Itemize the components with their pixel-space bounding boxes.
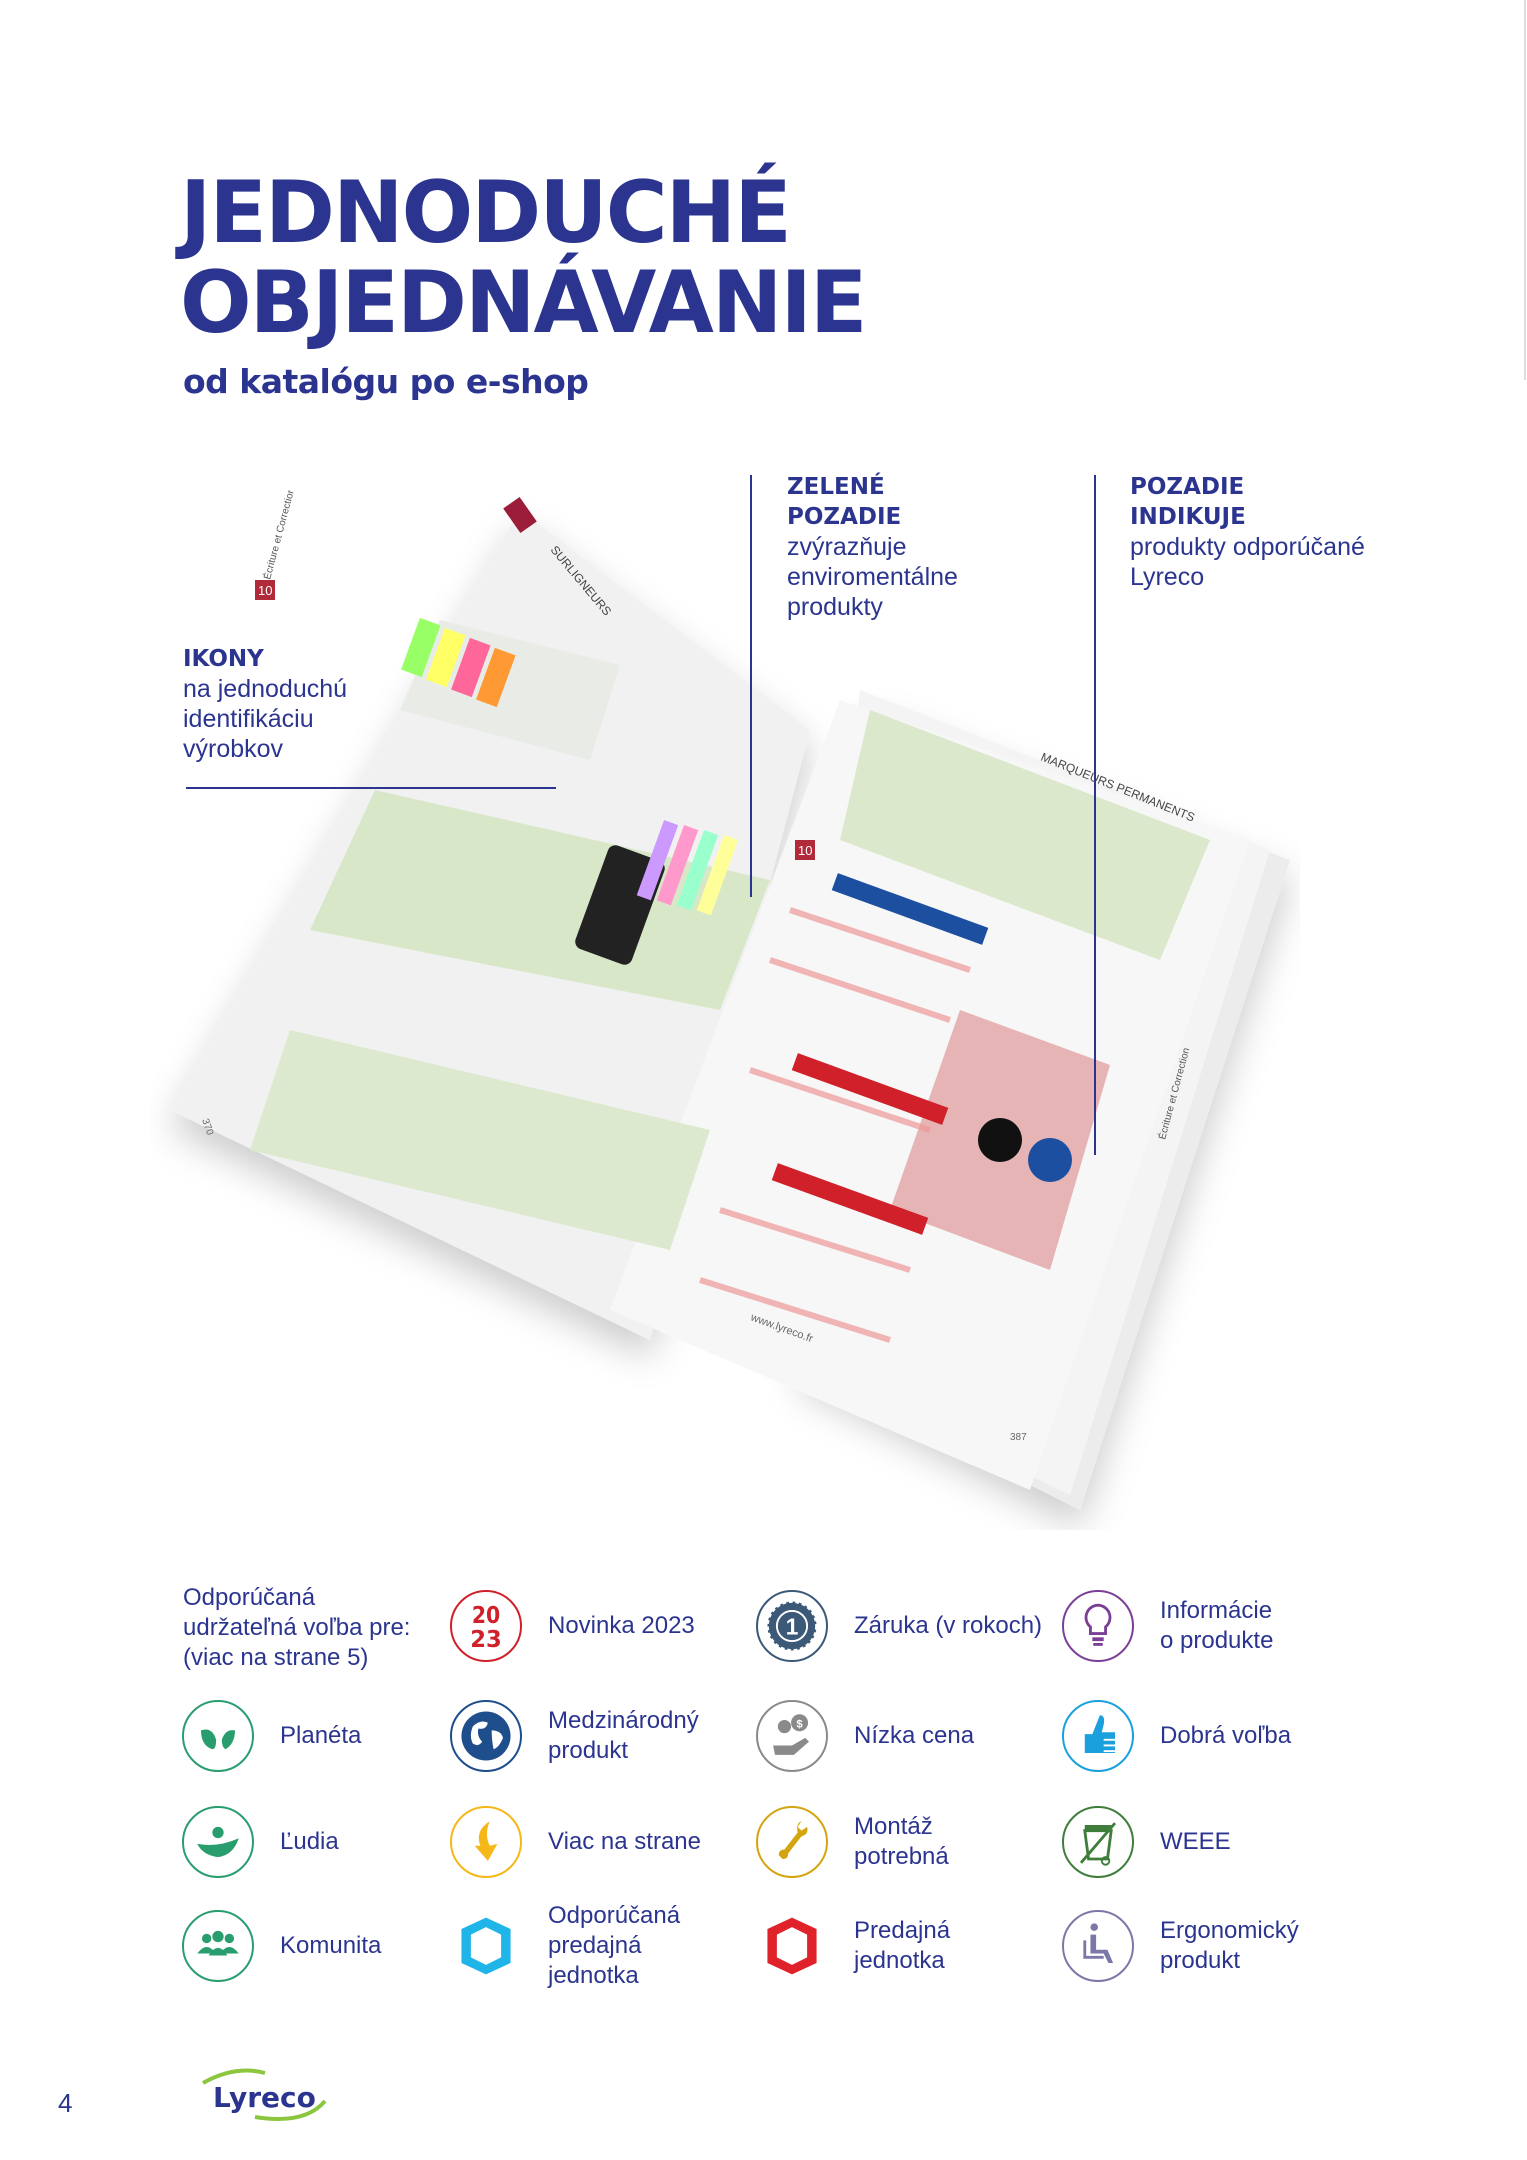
legend-label: Nízka cena — [854, 1721, 974, 1751]
legend-label: Predajná jednotka — [854, 1916, 950, 1976]
legend-label-line: Ľudia — [280, 1828, 339, 1855]
annotation-text: Lyreco — [1130, 563, 1205, 591]
legend-label: Montáž potrebná — [854, 1812, 949, 1872]
legend-label: Záruka (v rokoch) — [854, 1611, 1042, 1641]
svg-text:1: 1 — [786, 1614, 799, 1640]
lightbulb-icon — [1062, 1590, 1134, 1662]
legend-label: Odporúčaná predajná jednotka — [548, 1901, 680, 1991]
annotation-heading: ZELENÉ — [787, 474, 885, 500]
community-icon — [182, 1910, 254, 1982]
legend-label: Ľudia — [280, 1827, 339, 1857]
legend-label-line: Novinka 2023 — [548, 1612, 695, 1639]
legend-label-line: jednotka — [548, 1962, 639, 1989]
legend-label: Komunita — [280, 1931, 381, 1961]
annotation-green-background: ZELENÉ POZADIE zvýrazňuje enviromentálne… — [787, 472, 958, 622]
legend-label: WEEE — [1160, 1827, 1231, 1857]
legend-label-line: potrebná — [854, 1843, 949, 1870]
icons-annotation-line — [186, 787, 556, 789]
legend-label-line: produkt — [1160, 1947, 1241, 1974]
annotation-heading: POZADIE — [787, 504, 902, 530]
legend-label-line: Predajná — [854, 1917, 951, 1944]
annotation-text: na jednoduchú — [183, 675, 348, 703]
svg-text:$: $ — [796, 1719, 803, 1731]
annotation-text: produkty odporúčané — [1130, 533, 1365, 561]
legend-intro-line: Odporúčaná — [183, 1584, 316, 1611]
arrow-icon — [450, 1806, 522, 1878]
legend-label-line: o produkte — [1160, 1627, 1274, 1654]
legend-label: Novinka 2023 — [548, 1611, 695, 1641]
annotation-text: enviromentálne — [787, 563, 958, 591]
legend-label-line: Komunita — [280, 1932, 382, 1959]
person-icon — [182, 1806, 254, 1878]
globe-icon — [450, 1700, 522, 1772]
annotation-text: zvýrazňuje — [787, 533, 907, 561]
right-page-number: 387 — [1010, 1432, 1027, 1443]
low-price-icon: $ — [756, 1700, 828, 1772]
annotation-heading: IKONY — [183, 646, 264, 672]
legend-intro-line: (viac na strane 5) — [183, 1644, 369, 1671]
left-tab — [255, 580, 275, 600]
page-number: 4 — [58, 2088, 73, 2118]
wrench-icon — [756, 1806, 828, 1878]
legend-label-line: Záruka (v rokoch) — [854, 1612, 1043, 1639]
legend-label-line: Montáž — [854, 1813, 933, 1840]
page-subtitle: od katalógu po e-shop — [183, 362, 589, 401]
page-title: JEDNODUCHÉ OBJEDNÁVANIE — [180, 163, 867, 353]
annotation-heading: POZADIE — [1130, 474, 1245, 500]
legend-label-line: Odporúčaná — [548, 1902, 681, 1929]
legend-intro-line: udržateľná voľba pre: — [183, 1614, 411, 1641]
recommended-unit-icon — [450, 1910, 522, 1982]
legend-label: Medzinárodný produkt — [548, 1706, 699, 1766]
svg-text:23: 23 — [470, 1627, 502, 1653]
page-edge — [1524, 0, 1526, 380]
legend-label-line: produkt — [548, 1737, 629, 1764]
thumbs-up-icon — [1062, 1700, 1134, 1772]
legend-intro: Odporúčaná udržateľná voľba pre: (viac n… — [183, 1583, 410, 1673]
legend-label-line: Planéta — [280, 1722, 362, 1749]
annotation-icons: IKONY na jednoduchú identifikáciu výrobk… — [183, 644, 347, 764]
legend-label: Informácie o produkte — [1160, 1596, 1273, 1656]
legend-label-line: jednotka — [854, 1947, 945, 1974]
legend-label-line: WEEE — [1160, 1828, 1231, 1855]
svg-text:Lyreco: Lyreco — [213, 2081, 316, 2114]
catalog-illustration: 10 10 SURLIGNEURS MARQUEURS PERMANENTS É… — [170, 490, 1290, 1510]
title-line-1: JEDNODUCHÉ — [180, 163, 792, 263]
legend-label: Planéta — [280, 1721, 361, 1751]
title-line-2: OBJEDNÁVANIE — [180, 253, 867, 353]
background-annotation-line — [1094, 475, 1096, 1155]
legend-label-line: Medzinárodný — [548, 1707, 699, 1734]
legend-label: Viac na strane — [548, 1827, 701, 1857]
legend-label-line: Viac na strane — [548, 1828, 701, 1855]
svg-text:20: 20 — [472, 1603, 500, 1629]
annotation-background-indicator: POZADIE INDIKUJE produkty odporúčané Lyr… — [1130, 472, 1365, 592]
sales-unit-icon — [756, 1910, 828, 1982]
legend-label-line: predajná — [548, 1932, 642, 1959]
legend-label: Dobrá voľba — [1160, 1721, 1291, 1751]
annotation-text: produkty — [787, 593, 883, 621]
warranty-icon: 1 — [756, 1590, 828, 1662]
legend-label-line: Nízka cena — [854, 1722, 975, 1749]
green-annotation-line — [750, 475, 752, 897]
annotation-text: identifikáciu — [183, 705, 314, 733]
left-tab-number: 10 — [258, 583, 272, 598]
ergonomic-icon — [1062, 1910, 1134, 1982]
annotation-heading: INDIKUJE — [1130, 504, 1246, 530]
leaf-icon — [182, 1700, 254, 1772]
legend-label-line: Ergonomický — [1160, 1917, 1299, 1944]
left-side-label: Écriture et Correction — [260, 490, 297, 581]
weee-bin-icon — [1062, 1806, 1134, 1878]
legend-label-line: Informácie — [1160, 1597, 1273, 1624]
right-tab-number: 10 — [798, 843, 812, 858]
lyreco-logo: Lyreco — [195, 2065, 335, 2130]
annotation-text: výrobkov — [183, 735, 284, 763]
legend-label-line: Dobrá voľba — [1160, 1722, 1292, 1749]
legend-label: Ergonomický produkt — [1160, 1916, 1299, 1976]
